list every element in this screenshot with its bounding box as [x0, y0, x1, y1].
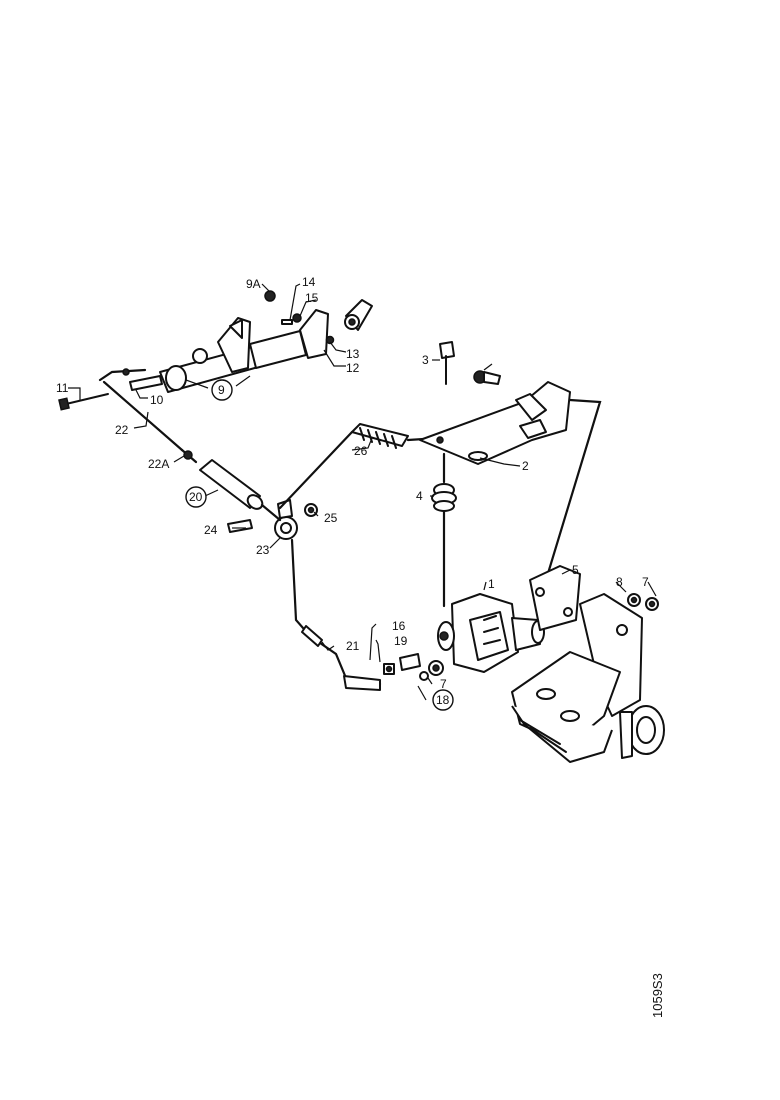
nut-part-16	[428, 660, 444, 676]
label-9a: 9A	[246, 277, 261, 291]
label-21: 21	[346, 639, 360, 653]
label-8: 8	[616, 575, 623, 589]
label-1: 1	[488, 577, 495, 591]
leader-lines	[68, 283, 657, 701]
bolt-part-11	[58, 393, 109, 411]
rod-part-22	[98, 368, 198, 464]
label-11: 11	[56, 381, 69, 395]
label-13: 13	[346, 347, 360, 361]
label-24: 24	[204, 523, 218, 537]
pivot-part-23	[260, 499, 298, 540]
nut-part-8	[627, 593, 641, 607]
label-23: 23	[256, 543, 270, 557]
label-18: 18	[436, 693, 450, 707]
spring-cylinder-part-20	[199, 459, 264, 510]
nut-part-25	[304, 503, 318, 517]
screw-part-24	[227, 519, 253, 533]
bracket-part-2	[419, 381, 571, 465]
label-20-callout: 20	[185, 486, 207, 508]
label-18-callout: 18	[432, 689, 454, 711]
label-2: 2	[522, 459, 529, 473]
label-15: 15	[305, 291, 319, 305]
label-25: 25	[324, 511, 338, 525]
label-3: 3	[422, 353, 429, 367]
grommet-part-4	[431, 483, 457, 512]
nut-part-7-right	[645, 597, 659, 611]
label-26: 26	[354, 444, 368, 458]
label-7-right: 7	[642, 575, 649, 589]
link-line-bracket	[544, 398, 602, 582]
callout-labels: 9A 14 15 13 12 9 11 10 22 22A 20 24 25 2…	[56, 275, 649, 711]
bolt-part-6	[473, 370, 501, 385]
label-16: 16	[392, 619, 406, 633]
cable-part-21	[290, 538, 382, 691]
mount-bracket-part-5	[511, 565, 665, 763]
label-19: 19	[394, 634, 408, 648]
label-22a: 22A	[148, 457, 169, 471]
pedal-shaft-assembly	[159, 290, 373, 393]
clevis-part-18	[383, 663, 395, 675]
label-9: 9	[218, 383, 225, 397]
pin-part-19	[399, 653, 421, 671]
label-10: 10	[150, 393, 164, 407]
label-22: 22	[115, 423, 129, 437]
pin-part-10	[129, 375, 163, 391]
diagram-id: 1059S3	[650, 973, 665, 1018]
actuator-part-1	[437, 593, 545, 673]
label-12: 12	[346, 361, 360, 375]
label-9-callout: 9	[211, 379, 233, 401]
label-5: 5	[572, 563, 579, 577]
bolt-part-3	[439, 341, 455, 385]
label-14: 14	[302, 275, 316, 289]
label-4: 4	[416, 489, 423, 503]
label-20: 20	[189, 490, 203, 504]
label-17: 7	[440, 677, 447, 691]
washer-part-17	[419, 671, 429, 681]
